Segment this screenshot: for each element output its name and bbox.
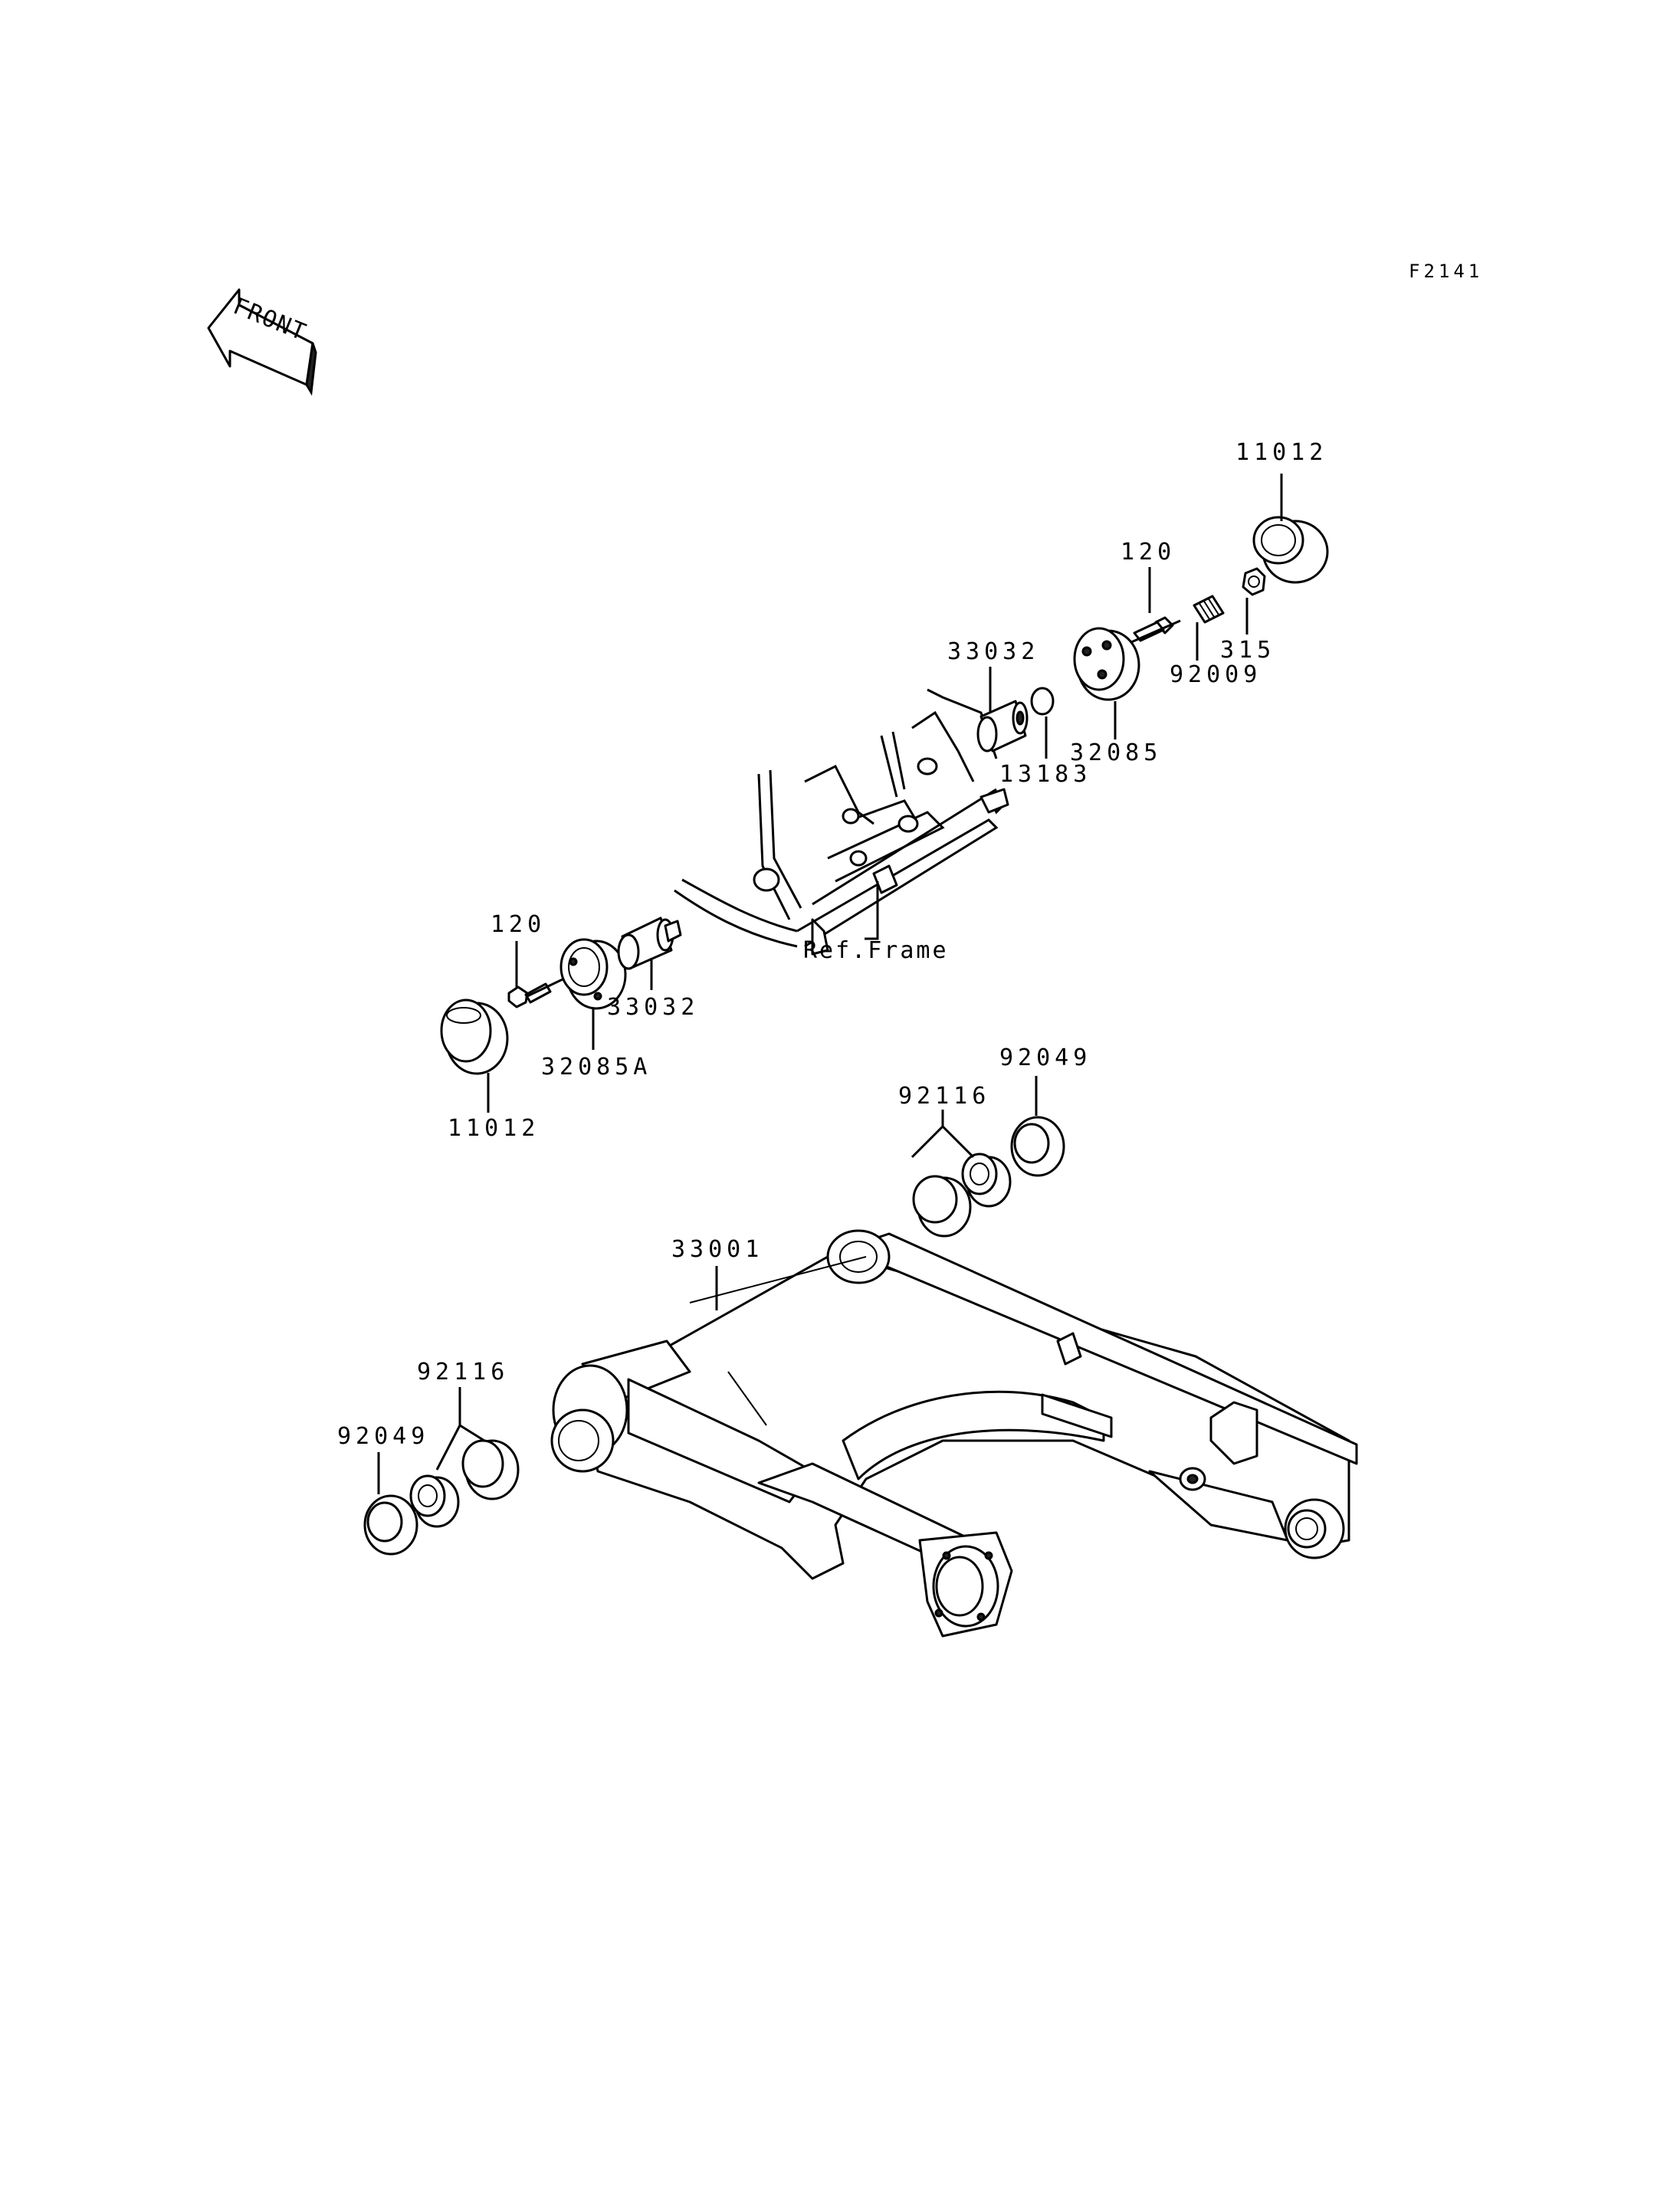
plate-32085 bbox=[1073, 627, 1140, 701]
label-33032-left: 33032 bbox=[607, 994, 699, 1021]
plate-32085A bbox=[559, 938, 627, 1010]
label-33032-top: 33032 bbox=[947, 638, 1039, 665]
label-92009: 92009 bbox=[1170, 661, 1262, 688]
frame-drawing: Ref.Frame bbox=[674, 688, 1009, 964]
bearing-92116-right-race bbox=[912, 1175, 972, 1238]
label-92116-right: 92116 bbox=[898, 1083, 990, 1110]
ref-frame-label: Ref.Frame bbox=[803, 937, 949, 964]
label-120-left: 120 bbox=[491, 911, 546, 938]
ring-13183 bbox=[1030, 687, 1055, 716]
stud-92009 bbox=[1193, 595, 1225, 624]
label-32085A: 32085A bbox=[541, 1054, 651, 1080]
label-13183: 13183 bbox=[999, 761, 1091, 788]
swingarm-33001 bbox=[550, 1229, 1358, 1638]
bearing-92116-right-roller bbox=[961, 1153, 1012, 1208]
front-arrow-icon: FRONT bbox=[207, 288, 317, 396]
cap-11012-left bbox=[440, 998, 509, 1075]
collar-33032-left bbox=[617, 917, 682, 970]
label-120-top: 120 bbox=[1121, 539, 1176, 566]
diagram-code: F2141 bbox=[1409, 261, 1483, 282]
bearing-92116-left-race bbox=[461, 1439, 520, 1500]
label-92116-left: 92116 bbox=[417, 1359, 509, 1385]
label-32085: 32085 bbox=[1070, 739, 1162, 766]
label-315: 315 bbox=[1220, 637, 1275, 664]
label-11012-left: 11012 bbox=[448, 1115, 540, 1142]
seal-92049-right bbox=[1010, 1116, 1065, 1177]
label-11012-top: 11012 bbox=[1235, 439, 1327, 466]
label-92049-right: 92049 bbox=[999, 1044, 1091, 1071]
nut-315 bbox=[1242, 567, 1266, 596]
collar-33032-top bbox=[976, 700, 1029, 753]
label-92049-left: 92049 bbox=[337, 1423, 429, 1450]
label-33001: 33001 bbox=[671, 1236, 763, 1263]
seal-92049-left bbox=[363, 1494, 418, 1556]
bearing-92116-left-roller bbox=[409, 1474, 460, 1528]
cap-11012-top bbox=[1252, 516, 1329, 584]
